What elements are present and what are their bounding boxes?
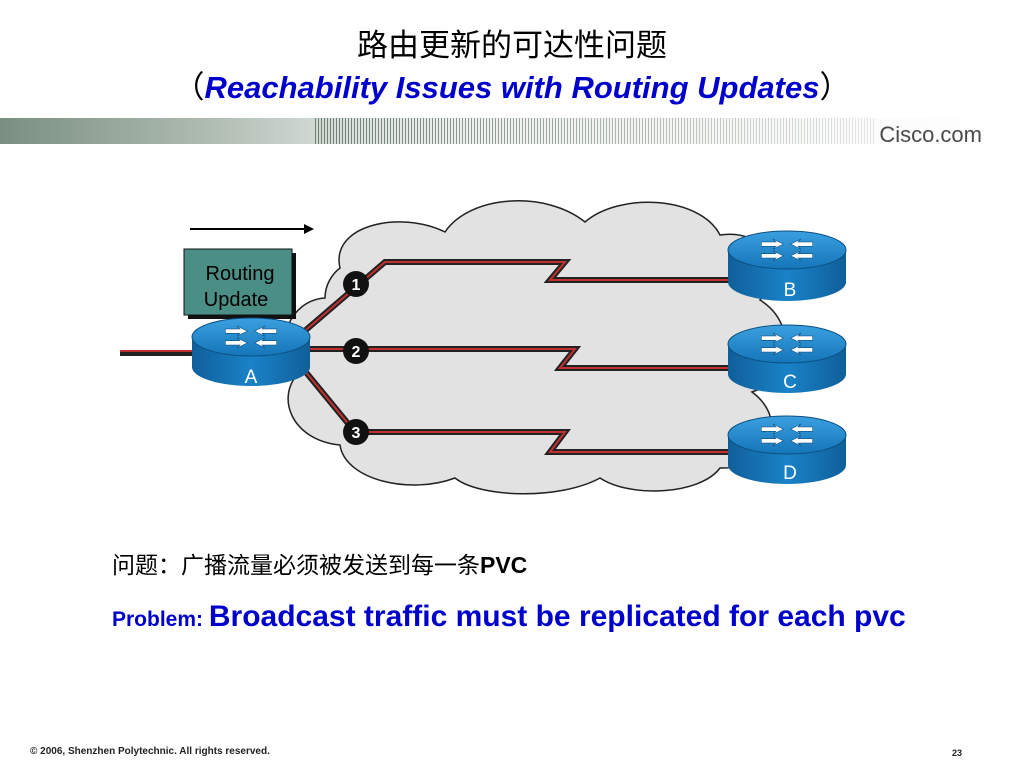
pvc-badge-label: 1 <box>352 277 361 294</box>
problem-chinese-pvc: PVC <box>480 552 528 578</box>
problem-english-text: Broadcast traffic must be replicated for… <box>208 600 906 633</box>
pvc-badge-1: 1 <box>343 271 369 297</box>
router-a[interactable]: A <box>191 317 311 388</box>
pvc-link-3 <box>297 363 740 455</box>
title-chinese: 路由更新的可达性问题 <box>357 28 667 64</box>
access-link <box>120 350 200 356</box>
router-c-label: C <box>783 372 797 393</box>
pvc-badge-label: 2 <box>352 344 361 361</box>
routing-update-box: Routing Update <box>183 248 296 319</box>
problem-english: Problem: Broadcast traffic must be repli… <box>112 596 912 640</box>
direction-arrow <box>190 224 314 234</box>
header-banner <box>0 118 1024 148</box>
router-d[interactable]: D <box>727 415 847 484</box>
problem-chinese-text: 问题：广播流量必须被发送到每一条 <box>112 553 480 579</box>
title-english-line: （Reachability Issues with Routing Update… <box>0 62 1024 107</box>
pvc-badge-3: 3 <box>343 419 369 445</box>
router-b[interactable]: B <box>727 230 847 301</box>
problem-label: Problem: <box>112 608 209 631</box>
title-close-paren: ） <box>819 70 851 106</box>
pvc-badge-label: 3 <box>352 425 361 442</box>
router-c[interactable]: C <box>727 324 847 393</box>
page-number: 23 <box>951 748 962 758</box>
pvc-badge-2: 2 <box>343 338 369 364</box>
router-b-label: B <box>784 280 797 301</box>
pvc-link-2 <box>305 346 740 371</box>
brand-logo: Cisco.com <box>879 122 982 147</box>
router-a-label: A <box>245 367 258 388</box>
routing-update-line1: Routing <box>206 263 275 285</box>
banner-stripes <box>315 118 875 144</box>
routing-update-line2: Update <box>204 289 269 311</box>
title-open-paren: （ <box>173 70 205 106</box>
router-d-label: D <box>783 463 797 484</box>
title-english: Reachability Issues with Routing Updates <box>204 70 820 105</box>
footer-copyright: © 2006, Shenzhen Polytechnic. All rights… <box>30 746 270 757</box>
problem-chinese: 问题：广播流量必须被发送到每一条PVC <box>112 546 527 580</box>
